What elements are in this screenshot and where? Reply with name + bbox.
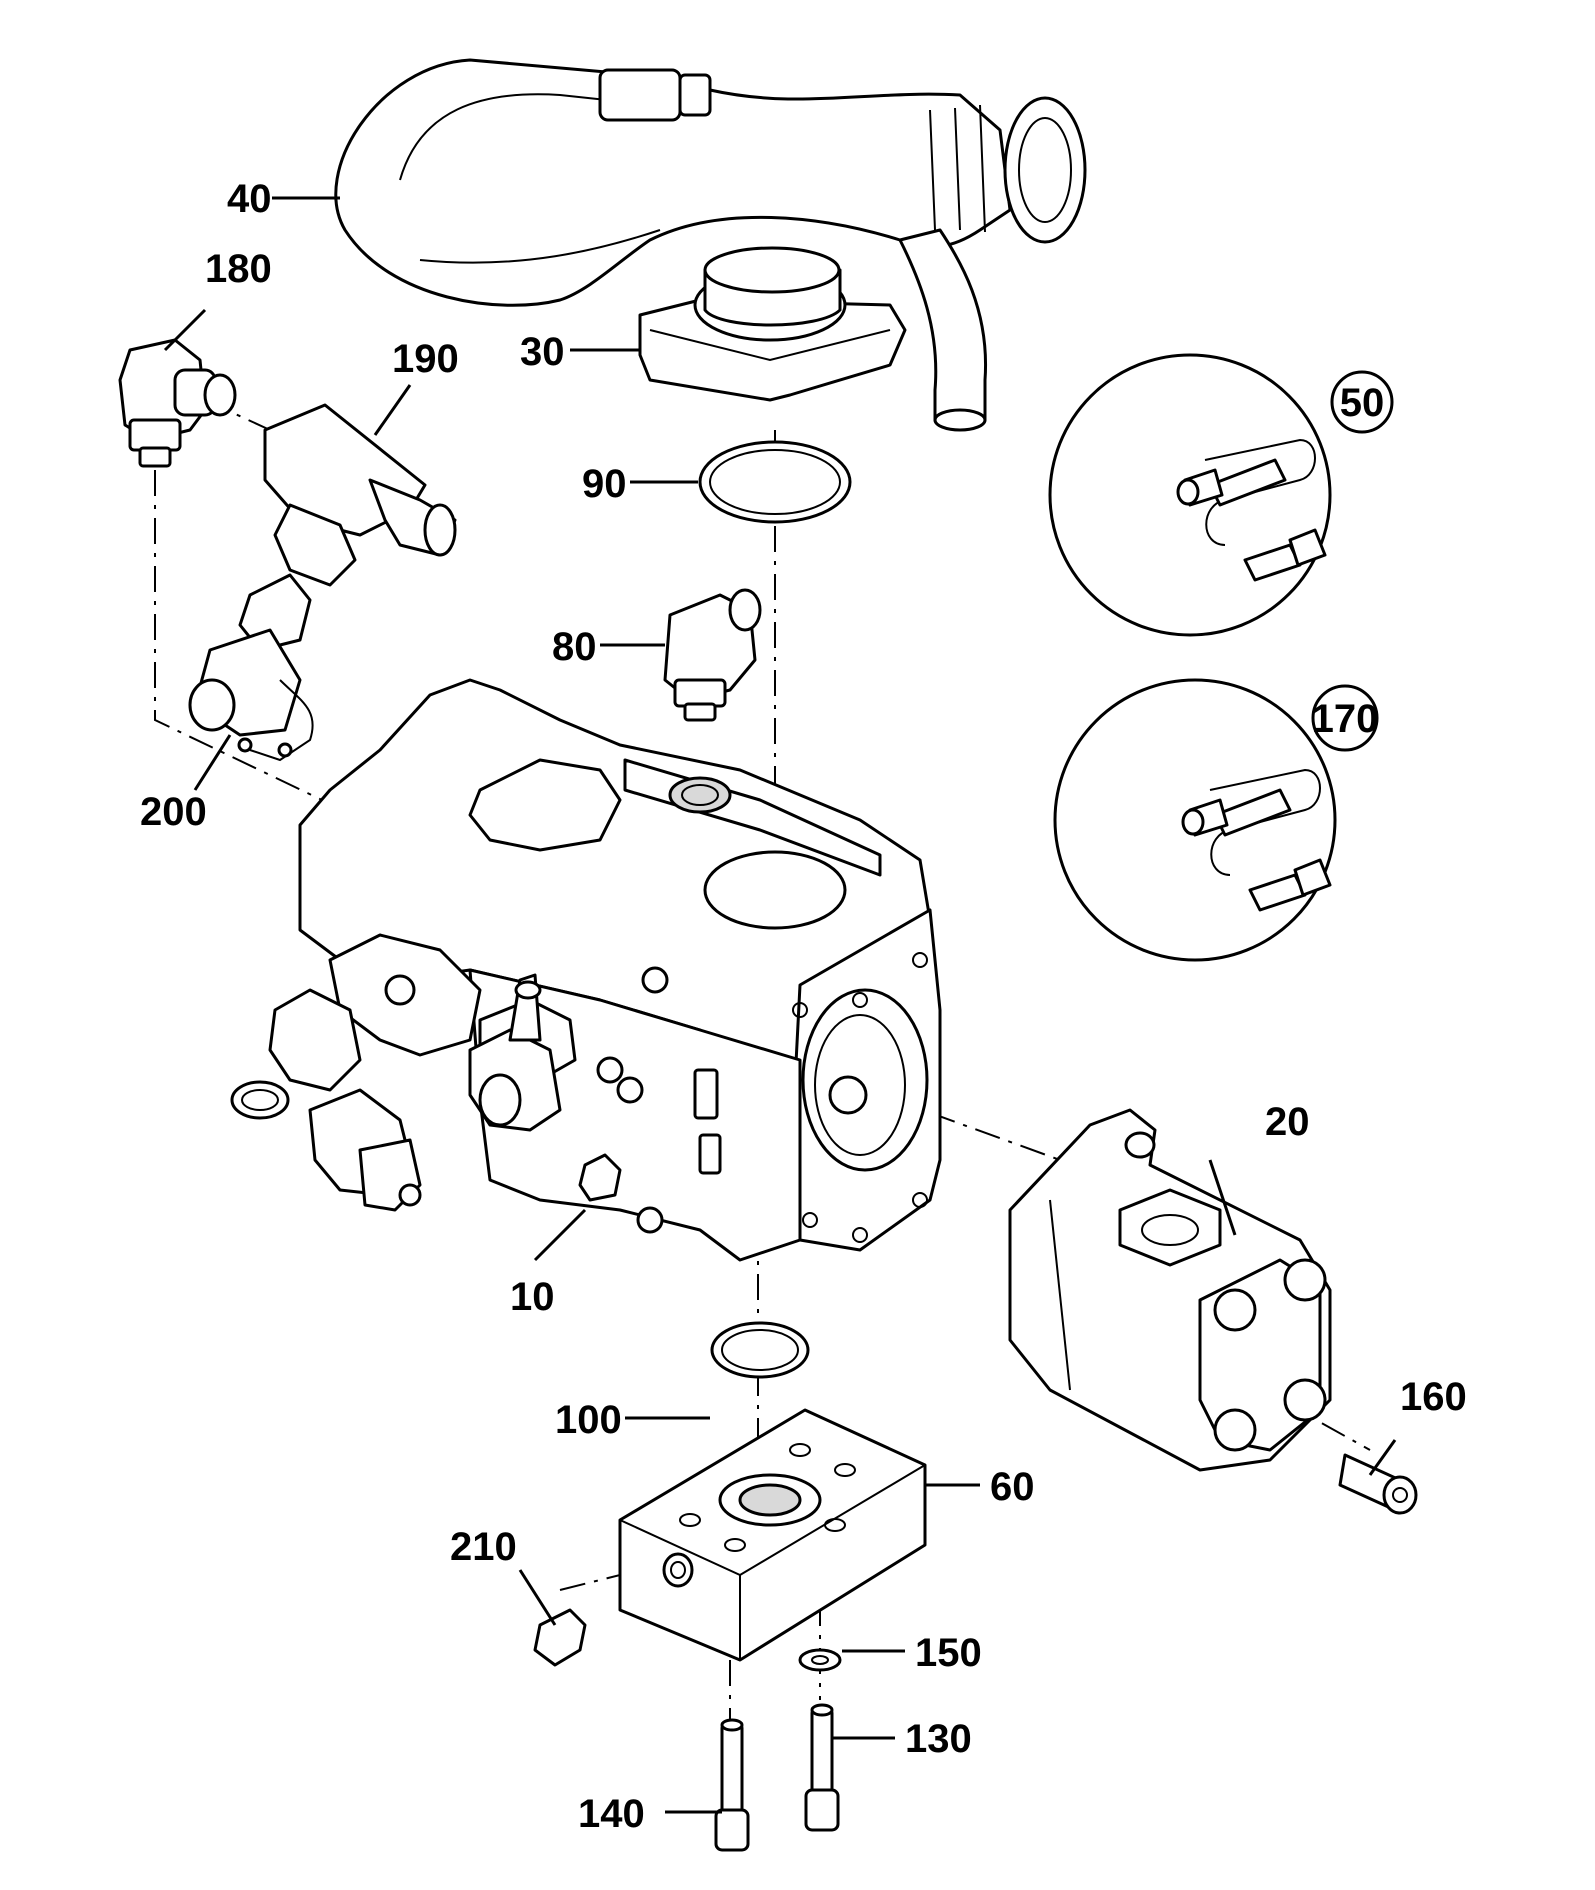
callout-40: 40 xyxy=(227,177,272,221)
callout-60: 60 xyxy=(990,1465,1035,1509)
callout-labels: 40 180 190 30 90 80 200 20 10 100 160 60… xyxy=(140,177,1467,1836)
plug-210 xyxy=(533,1608,587,1667)
callout-180: 180 xyxy=(205,247,272,291)
elbow-fitting-80 xyxy=(663,588,762,722)
screw-130 xyxy=(804,1703,840,1832)
callout-20: 20 xyxy=(1265,1100,1310,1144)
gear-pump-20 xyxy=(1008,1108,1332,1472)
callout-140: 140 xyxy=(578,1792,645,1836)
screw-140 xyxy=(714,1718,750,1852)
callout-100: 100 xyxy=(555,1398,622,1442)
adapter-block-60 xyxy=(618,1408,927,1662)
screw-160 xyxy=(1338,1453,1418,1515)
callout-50: 50 xyxy=(1340,381,1385,425)
tee-fitting-190 xyxy=(263,403,457,587)
circled-callout-50: 50 xyxy=(1330,370,1394,434)
callout-210: 210 xyxy=(450,1525,517,1569)
callout-90: 90 xyxy=(582,462,627,506)
hose-flange xyxy=(638,246,907,402)
detail-view-170 xyxy=(1053,678,1337,962)
main-pump-10 xyxy=(230,678,942,1262)
suction-hose-assembly xyxy=(334,58,1087,432)
detail-view-50 xyxy=(1048,353,1332,637)
callout-10: 10 xyxy=(510,1275,555,1319)
callout-190: 190 xyxy=(392,337,459,381)
callout-30: 30 xyxy=(520,330,565,374)
callout-80: 80 xyxy=(552,625,597,669)
o-ring-100 xyxy=(710,1321,810,1379)
callout-150: 150 xyxy=(915,1631,982,1675)
pressure-sensor-200 xyxy=(188,573,314,762)
o-ring-90 xyxy=(698,440,852,524)
callout-130: 130 xyxy=(905,1717,972,1761)
elbow-fitting-180 xyxy=(118,338,237,468)
leader-lines xyxy=(163,196,1397,1814)
washer-150 xyxy=(798,1648,842,1672)
circled-callout-170: 170 xyxy=(1311,684,1379,752)
callout-160: 160 xyxy=(1400,1375,1467,1419)
callout-170: 170 xyxy=(1312,697,1379,741)
callout-200: 200 xyxy=(140,790,207,834)
